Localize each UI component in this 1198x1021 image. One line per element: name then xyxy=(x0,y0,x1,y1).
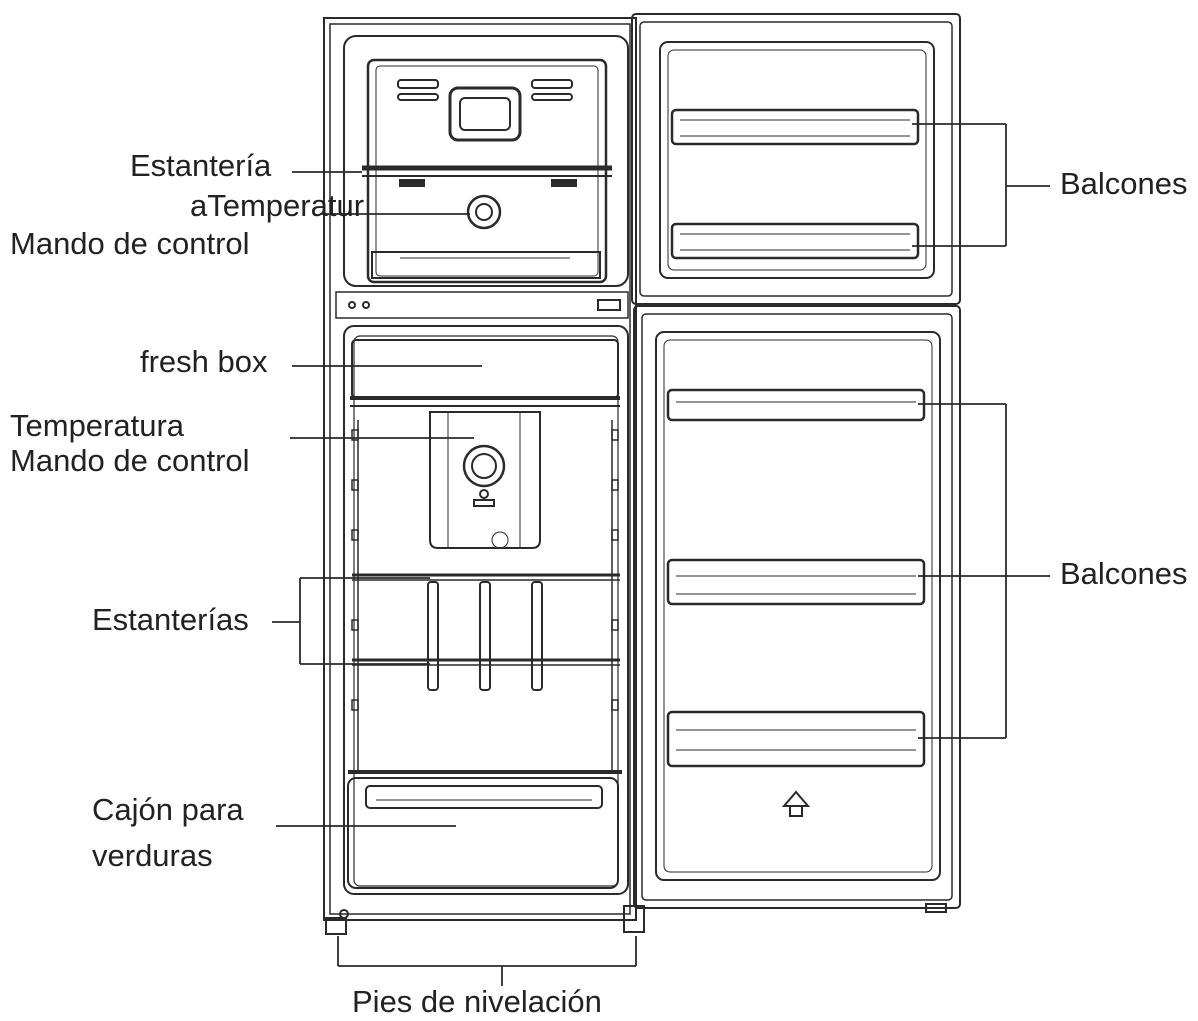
fridge-temperature-knob xyxy=(429,411,541,549)
label-crisper-line1: Cajón para xyxy=(92,792,244,827)
label-fridge-temp-line1: Temperatura xyxy=(10,408,185,443)
fridge-compartment xyxy=(343,325,629,895)
fridge-door-balcony-top xyxy=(666,388,926,422)
label-fresh-box: fresh box xyxy=(140,344,268,379)
label-leveling-feet: Pies de nivelación xyxy=(352,984,602,1019)
egg-icon xyxy=(781,790,811,817)
fridge-door xyxy=(633,305,961,913)
label-freezer-temp-line2: Mando de control xyxy=(10,226,250,261)
freezer-compartment xyxy=(343,35,629,287)
leader-lines xyxy=(272,123,1050,986)
label-crisper-line2: verduras xyxy=(92,838,213,873)
label-fridge-shelves: Estanterías xyxy=(92,602,249,637)
fridge-shelves xyxy=(352,573,620,691)
fresh-box xyxy=(350,339,620,407)
fridge-door-balcony-bottom xyxy=(666,710,926,768)
crisper-drawer xyxy=(347,770,622,889)
fridge-door-balcony-middle xyxy=(666,558,926,606)
freezer-door xyxy=(631,13,961,305)
label-freezer-temp-line1: aTemperatur xyxy=(190,188,365,223)
freezer-door-balcony-upper xyxy=(670,108,920,146)
freezer-door-balcony-lower xyxy=(670,222,920,260)
freezer-temperature-knob xyxy=(466,194,502,230)
cabinet-body xyxy=(323,17,637,921)
freezer-shelf xyxy=(362,165,612,187)
label-fridge-temp-line2: Mando de control xyxy=(10,443,250,478)
label-freezer-shelf: Estantería xyxy=(130,148,272,183)
label-freezer-door-balconies: Balcones xyxy=(1060,166,1188,201)
label-fridge-door-balconies: Balcones xyxy=(1060,556,1188,591)
